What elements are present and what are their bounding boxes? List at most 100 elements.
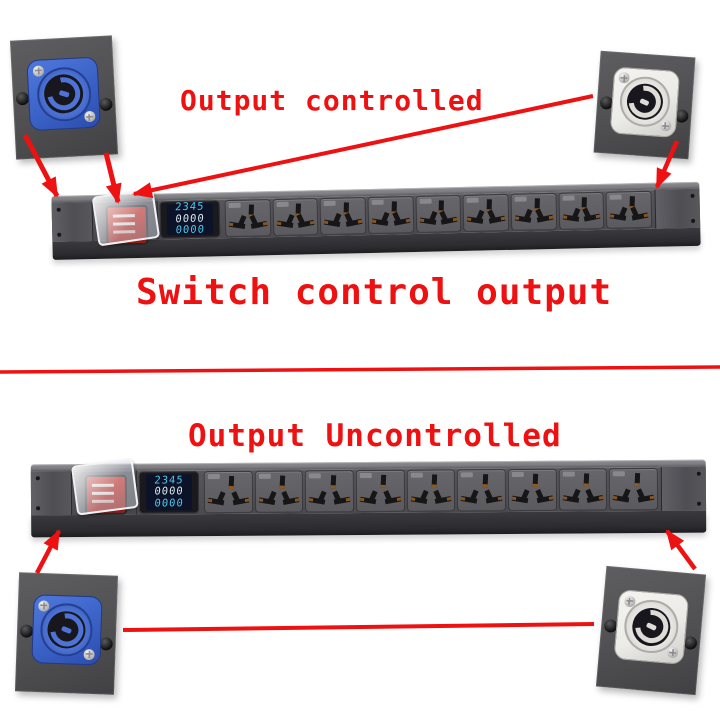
- phillips-screw-icon: [666, 646, 679, 659]
- connector-ring: [35, 65, 93, 123]
- universal-outlet: [319, 197, 367, 236]
- power-switch-module: [70, 458, 139, 516]
- live-slot: [228, 221, 246, 230]
- neutral-slot: [298, 219, 315, 228]
- neutral-slot: [637, 494, 655, 503]
- phillips-screw-icon: [659, 119, 672, 132]
- live-slot: [610, 213, 627, 221]
- power-strip-uncontrolled: 2345 0000 0000: [30, 458, 707, 538]
- neutral-slot: [384, 496, 402, 505]
- outlet-sticker: [609, 194, 622, 200]
- universal-outlet: [254, 470, 304, 513]
- live-slot: [207, 497, 225, 506]
- powercon-white-connector: [613, 588, 690, 665]
- outlet-sticker: [309, 473, 322, 479]
- connector-link-line: [122, 622, 595, 632]
- neutral-slot: [435, 496, 452, 504]
- outlet-sticker: [461, 472, 474, 478]
- universal-outlet: [558, 191, 605, 230]
- earth-slot: [380, 474, 387, 489]
- power-strip-switch-controlled: 2345 0000 0000: [51, 181, 701, 260]
- hex-screw-icon: [683, 635, 698, 650]
- universal-outlet: [605, 190, 653, 229]
- live-slot: [276, 220, 294, 229]
- meter-row: 0000: [175, 223, 206, 237]
- earth-slot: [532, 473, 539, 487]
- neutral-slot: [250, 220, 268, 229]
- neutral-slot: [345, 218, 363, 227]
- live-slot: [511, 495, 529, 504]
- connector-socket: [40, 70, 87, 117]
- universal-outlet: [224, 199, 272, 238]
- neutral-slot: [485, 495, 503, 504]
- cap-screw-icon: [697, 501, 702, 506]
- live-slot: [258, 497, 275, 506]
- switch-clear-cover: [70, 458, 139, 516]
- phillips-screw-icon: [32, 65, 45, 77]
- mount-plate-bottom-right: [595, 565, 707, 696]
- neutral-slot: [333, 496, 351, 505]
- live-slot: [461, 495, 478, 504]
- outlet-sticker: [228, 202, 241, 209]
- mount-plate-top-right: [593, 50, 696, 160]
- universal-outlet: [406, 469, 456, 512]
- cap-screw-icon: [57, 232, 62, 237]
- meter-row: 0000: [153, 497, 185, 510]
- universal-outlet: [507, 468, 557, 512]
- outlet-sticker: [511, 471, 524, 477]
- cap-screw-icon: [36, 506, 41, 511]
- live-slot: [309, 497, 326, 505]
- universal-outlet: [462, 193, 510, 232]
- outlet-sticker: [323, 200, 337, 206]
- phillips-screw-icon: [83, 111, 96, 123]
- outlet-sticker: [359, 472, 372, 479]
- universal-outlet: [367, 196, 414, 234]
- end-cap-right: [660, 466, 707, 511]
- mount-plate-bottom-left: [14, 572, 119, 695]
- outlet-sticker: [466, 197, 480, 203]
- cap-screw-icon: [691, 218, 696, 223]
- live-slot: [514, 215, 532, 223]
- connector-ring: [39, 602, 94, 658]
- output-uncontrolled-label: Output Uncontrolled: [188, 418, 562, 454]
- connector-socket: [43, 607, 90, 653]
- switch-clear-cover: [91, 188, 161, 247]
- universal-outlet: [355, 469, 405, 513]
- hex-screw-icon: [99, 637, 113, 651]
- live-slot: [613, 494, 630, 503]
- power-switch-module: [91, 188, 161, 247]
- neutral-slot: [584, 213, 601, 222]
- strip-face: 2345 0000 0000: [30, 458, 707, 516]
- cap-screw-icon: [35, 476, 40, 481]
- end-cap-right: [654, 188, 701, 229]
- universal-outlet: [510, 192, 557, 231]
- neutral-slot: [441, 216, 458, 225]
- live-slot: [371, 218, 389, 226]
- live-slot: [562, 214, 580, 222]
- end-cap-left: [51, 202, 94, 242]
- earth-slot: [431, 474, 438, 488]
- powercon-blue-connector: [30, 594, 103, 666]
- live-slot: [359, 496, 377, 505]
- earth-slot: [634, 473, 640, 487]
- arrow-bottom-right-to-strip: [665, 529, 697, 571]
- connector-socket: [622, 79, 668, 125]
- live-slot: [324, 219, 341, 227]
- universal-outlet: [457, 469, 507, 512]
- outlet-sticker: [562, 195, 575, 201]
- phillips-screw-icon: [83, 648, 95, 660]
- neutral-slot: [232, 497, 250, 506]
- powercon-white-connector: [609, 66, 681, 138]
- universal-outlet: [558, 468, 608, 511]
- switch-control-output-caption: Switch control output: [136, 272, 613, 313]
- universal-outlet: [203, 470, 253, 514]
- neutral-slot: [536, 214, 554, 223]
- hex-screw-icon: [99, 97, 113, 112]
- outlet-sticker: [562, 471, 575, 477]
- outlet-sticker: [419, 198, 432, 204]
- earth-slot: [279, 475, 286, 489]
- phillips-screw-icon: [618, 72, 630, 85]
- connector-socket: [628, 603, 675, 651]
- cap-screw-icon: [690, 193, 695, 198]
